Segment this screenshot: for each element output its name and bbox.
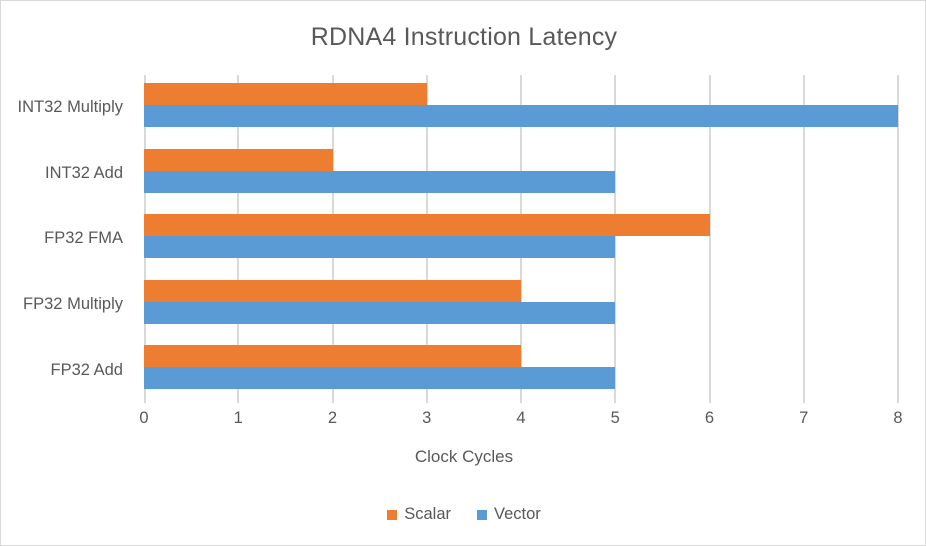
gridline: [708, 75, 711, 403]
bar-scalar[interactable]: [144, 279, 521, 302]
legend-label: Vector: [494, 505, 541, 523]
x-axis-tick-labels: 0 1 2 3 4 5 6 7 8: [139, 409, 902, 435]
bar-vector[interactable]: [144, 170, 616, 193]
y-axis-category-label: FP32 Add: [50, 360, 123, 379]
bar-vector[interactable]: [144, 367, 616, 390]
gridline: [614, 75, 617, 403]
plot-area: [144, 75, 899, 403]
bar-group: [144, 75, 898, 141]
bar-group: [144, 272, 898, 338]
legend-item-vector[interactable]: Vector: [477, 505, 541, 524]
legend: Scalar Vector: [1, 505, 925, 524]
bar-scalar[interactable]: [144, 148, 333, 171]
y-axis-category-label: FP32 Multiply: [23, 295, 123, 314]
bars-layer: [144, 75, 898, 403]
y-axis-category-label: FP32 FMA: [44, 229, 123, 248]
legend-item-scalar[interactable]: Scalar: [387, 505, 451, 524]
x-axis-tick-label: 6: [704, 409, 715, 427]
x-axis-tick-label: 0: [139, 409, 149, 427]
y-axis-category-label: INT32 Multiply: [17, 98, 123, 117]
bar-vector[interactable]: [144, 236, 616, 259]
gridline: [897, 75, 899, 403]
bar-group: [144, 141, 898, 207]
bar-scalar[interactable]: [144, 345, 521, 368]
x-axis-tick-label: 2: [327, 409, 338, 427]
legend-swatch-icon: [477, 509, 487, 520]
bar-group: [144, 337, 898, 403]
bar-vector[interactable]: [144, 301, 616, 324]
x-axis-tick-label: 7: [799, 409, 809, 427]
x-axis-title: Clock Cycles: [414, 447, 514, 466]
y-axis-category-labels: FP32 Add FP32 Multiply FP32 FMA INT32 Add IN…: [1, 75, 134, 403]
bar-group: [144, 206, 898, 272]
bar-scalar[interactable]: [144, 83, 427, 105]
x-axis-tick-label: 3: [422, 409, 432, 427]
legend-swatch-icon: [387, 509, 398, 520]
y-axis-category-label: INT32 Add: [45, 163, 123, 182]
gridline: [802, 75, 805, 403]
chart-title: RDNA4 Instruction Latency: [310, 23, 618, 51]
legend-label: Scalar: [404, 505, 451, 523]
x-axis-tick-label: 5: [610, 409, 620, 427]
x-axis-tick-label: 4: [516, 409, 526, 427]
x-axis-tick-label: 8: [893, 409, 903, 427]
bar-scalar[interactable]: [144, 214, 710, 237]
bar-vector[interactable]: [144, 105, 898, 127]
x-axis-tick-label: 1: [233, 409, 243, 427]
